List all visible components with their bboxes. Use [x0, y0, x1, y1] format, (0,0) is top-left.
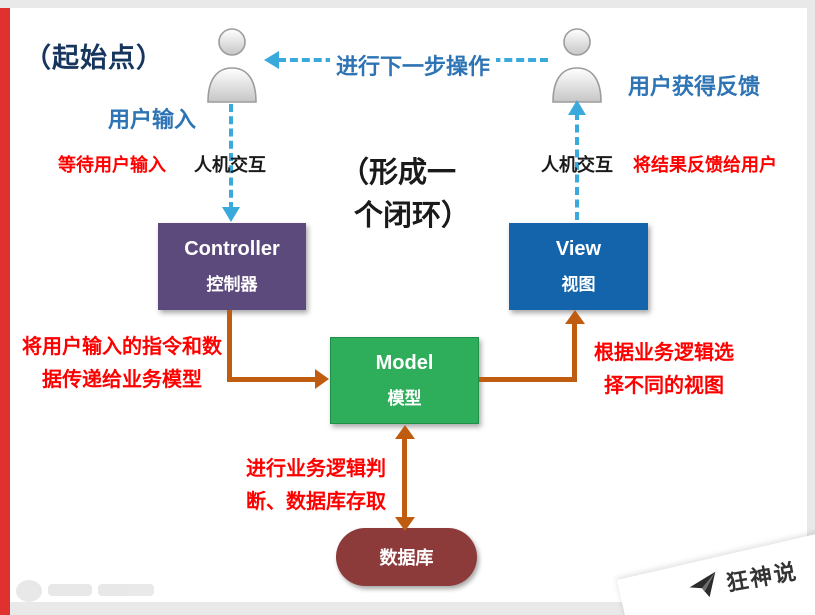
- closed-loop-note: （形成一 个闭环）: [340, 152, 470, 238]
- hci-left-label: 人机交互: [194, 155, 266, 175]
- note-line: 进行业务逻辑判: [246, 458, 386, 480]
- closed-loop-line2: 个闭环）: [354, 200, 471, 232]
- view-title: View: [555, 238, 602, 260]
- arrowhead-up-icon: [565, 310, 585, 324]
- watermark-left-faint: [16, 574, 166, 606]
- user-icon-left: [202, 26, 262, 104]
- user-feedback-label: 用户获得反馈: [628, 74, 761, 99]
- arrowhead-up-icon: [568, 100, 586, 115]
- database-node: 数据库: [336, 528, 477, 586]
- model-subtitle: 模型: [387, 389, 422, 408]
- dashed-line: [229, 104, 233, 210]
- brand-watermark: 狂神说: [686, 554, 800, 605]
- note-line: 根据业务逻辑选: [594, 342, 734, 364]
- hci-right-label: 人机交互: [541, 155, 613, 175]
- user-input-label: 用户输入: [108, 107, 197, 132]
- arrowhead-left-icon: [264, 51, 279, 69]
- paper-plane-icon: [689, 571, 716, 598]
- next-step-label: 进行下一步操作: [330, 49, 497, 81]
- person-icon: [552, 28, 602, 103]
- person-icon: [207, 28, 257, 103]
- model-to-view-note: 根据业务逻辑选 择不同的视图: [586, 337, 742, 403]
- note-line: 断、数据库存取: [246, 491, 386, 513]
- view-subtitle: 视图: [561, 275, 596, 294]
- view-node: View 视图: [509, 223, 648, 310]
- controller-title: Controller: [184, 238, 280, 260]
- note-line: 据传递给业务模型: [42, 369, 202, 391]
- arrowhead-down-icon: [222, 207, 240, 222]
- note-line: 择不同的视图: [604, 375, 724, 397]
- database-label: 数据库: [379, 548, 434, 568]
- arrow-segment: [572, 322, 577, 382]
- closed-loop-line1: （形成一: [340, 157, 457, 189]
- arrowhead-down-icon: [395, 517, 415, 531]
- model-title: Model: [375, 352, 434, 374]
- note-line: 将用户输入的指令和数: [22, 336, 222, 358]
- arrow-segment: [479, 377, 575, 382]
- arrow-segment: [402, 437, 407, 519]
- arrow-segment: [227, 377, 317, 382]
- result-feedback-note: 将结果反馈给用户: [633, 155, 777, 175]
- diagram-panel: [10, 8, 807, 602]
- controller-node: Controller 控制器: [158, 223, 306, 310]
- user-icon-right: [547, 26, 607, 104]
- arrow-segment: [227, 310, 232, 382]
- model-node: Model 模型: [330, 337, 479, 424]
- start-point-label: （起始点）: [24, 43, 164, 73]
- dashed-line: [575, 112, 579, 220]
- model-database-note: 进行业务逻辑判 断、数据库存取: [240, 453, 392, 519]
- arrowhead-up-icon: [395, 425, 415, 439]
- arrowhead-right-icon: [315, 369, 329, 389]
- controller-subtitle: 控制器: [206, 275, 258, 294]
- left-accent-strip: [0, 8, 10, 615]
- controller-to-model-note: 将用户输入的指令和数 据传递给业务模型: [12, 331, 232, 397]
- wait-user-input-note: 等待用户输入: [58, 155, 166, 175]
